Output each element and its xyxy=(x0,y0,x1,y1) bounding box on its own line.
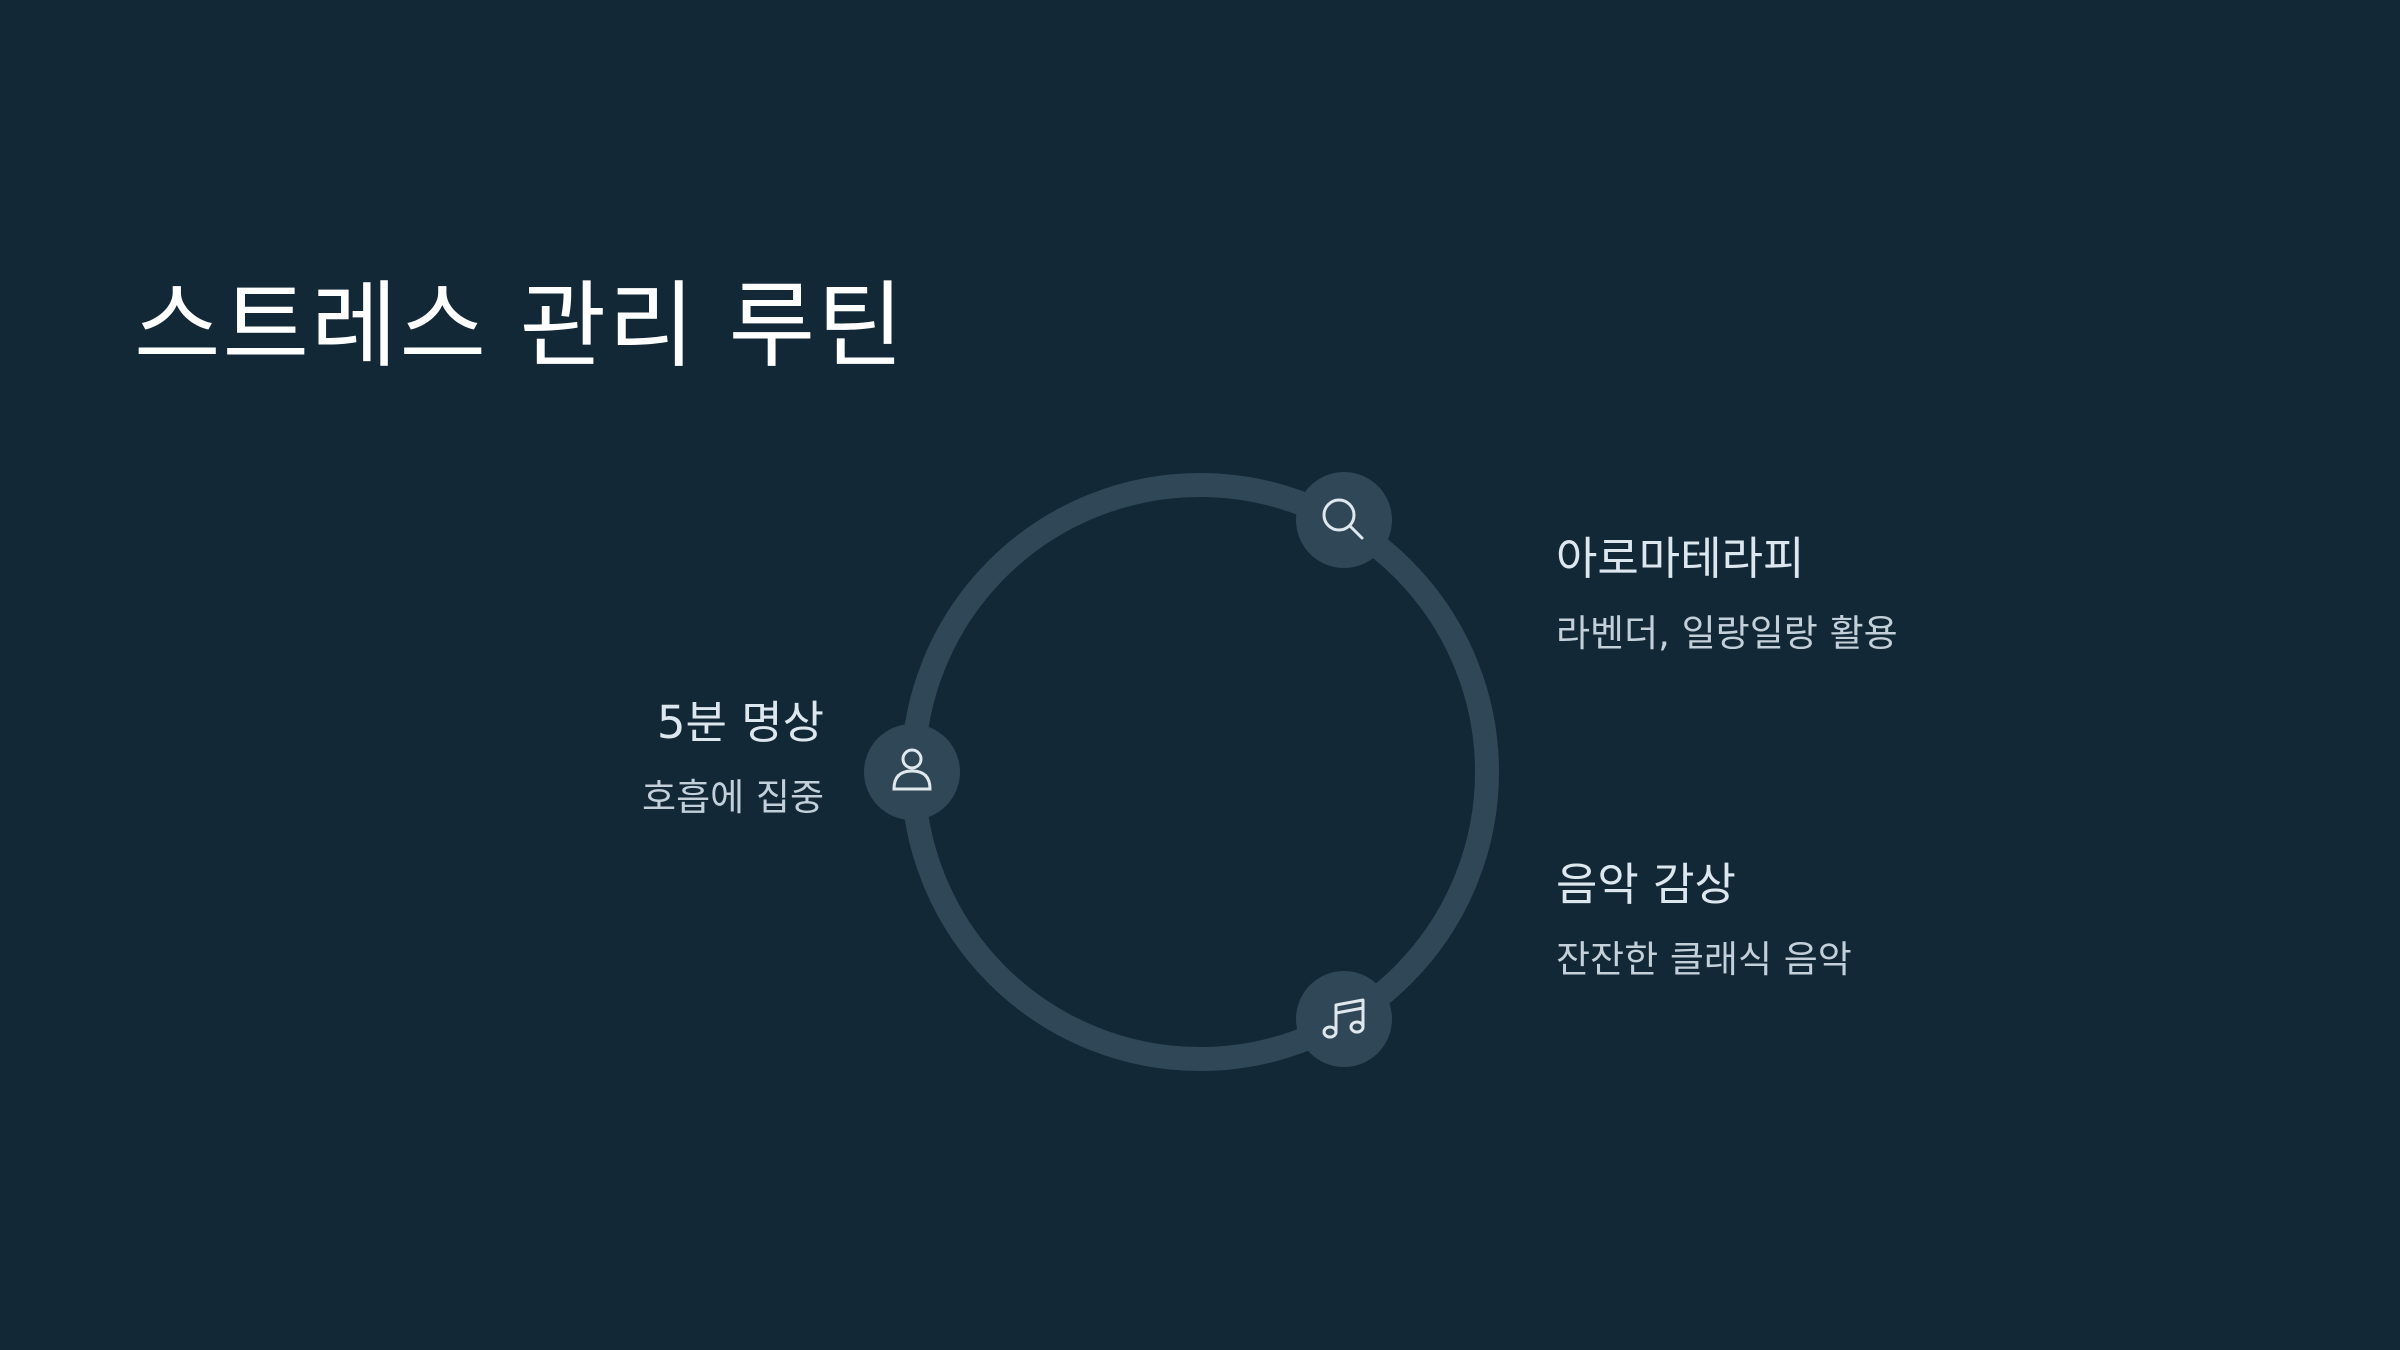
node-description: 라벤더, 일랑일랑 활용 xyxy=(1556,612,1898,655)
node-heading: 5분 명상 xyxy=(656,696,824,749)
node-circle xyxy=(1296,472,1392,568)
cycle-ring xyxy=(901,473,1499,1071)
node-heading: 음악 감상 xyxy=(1556,858,1736,911)
node-meditation xyxy=(864,724,960,820)
node-heading: 아로마테라피 xyxy=(1556,532,1805,585)
search-icon xyxy=(1322,498,1364,540)
node-music xyxy=(1296,971,1392,1067)
node-aromatherapy xyxy=(1296,472,1392,568)
label-music: 음악 감상 잔잔한 클래식 음악 xyxy=(1556,858,1852,982)
label-aromatherapy: 아로마테라피 라벤더, 일랑일랑 활용 xyxy=(1556,532,1898,656)
music-icon xyxy=(1322,998,1365,1039)
slide-title: 스트레스 관리 루틴 xyxy=(134,272,906,381)
node-description: 잔잔한 클래식 음악 xyxy=(1556,938,1852,981)
user-icon xyxy=(892,748,932,791)
node-description: 호흡에 집중 xyxy=(642,776,824,819)
label-meditation: 5분 명상 호흡에 집중 xyxy=(642,696,824,820)
node-circle xyxy=(1296,971,1392,1067)
